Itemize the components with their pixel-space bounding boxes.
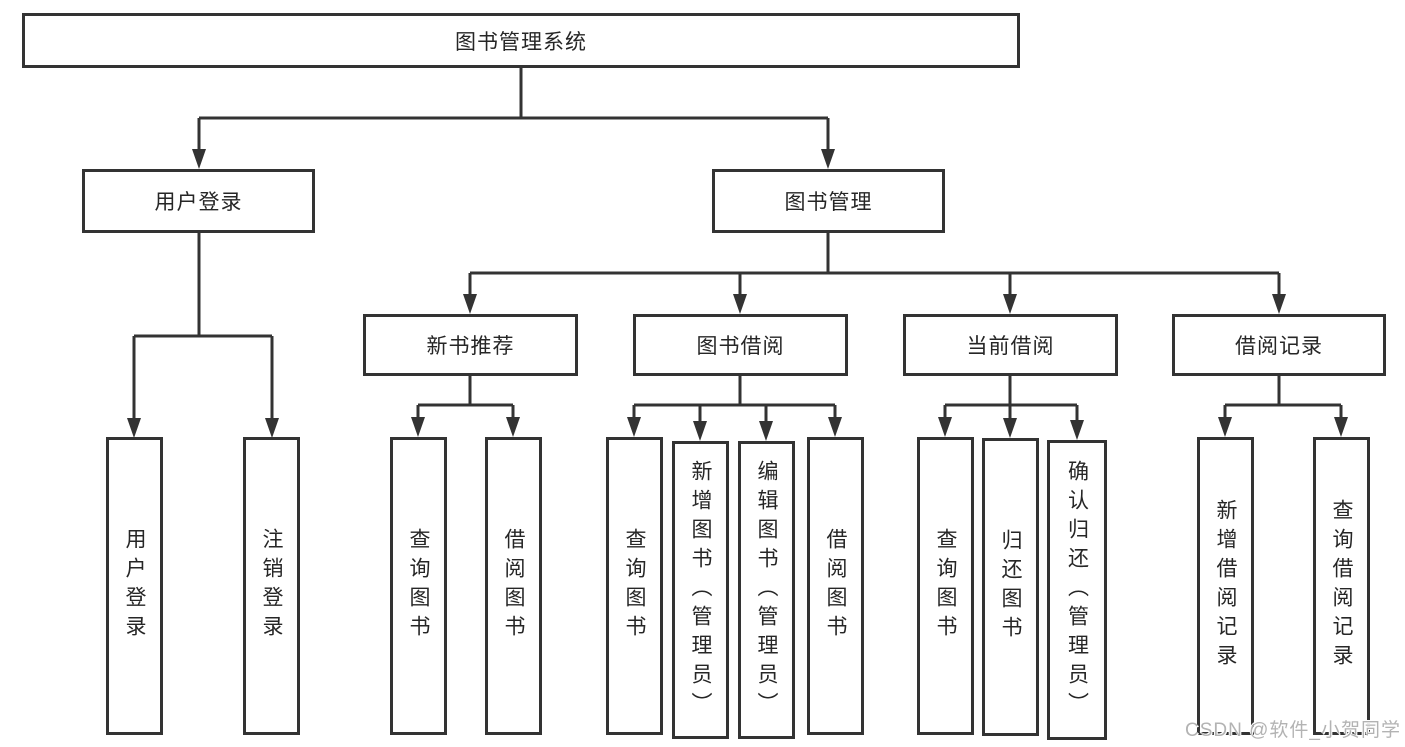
leaf-bb-edit-book-admin-label: 编辑图书（管理员） (755, 459, 778, 721)
leaf-bb-query-book: 查询图书 (606, 437, 663, 735)
leaf-nb-query-book: 查询图书 (390, 437, 447, 735)
leaf-logout: 注销登录 (243, 437, 300, 735)
leaf-nb-query-book-label: 查询图书 (407, 528, 430, 644)
leaf-nb-borrow-book-label: 借阅图书 (502, 528, 525, 644)
node-book-management: 图书管理 (712, 169, 945, 233)
leaf-user-login-label: 用户登录 (123, 528, 146, 644)
leaf-br-add-record-label: 新增借阅记录 (1214, 499, 1237, 673)
leaf-logout-label: 注销登录 (260, 528, 283, 644)
leaf-bb-edit-book-admin: 编辑图书（管理员） (738, 441, 795, 739)
node-book-borrow: 图书借阅 (633, 314, 848, 376)
leaf-br-query-record-label: 查询借阅记录 (1330, 499, 1353, 673)
node-user-login: 用户登录 (82, 169, 315, 233)
leaf-br-add-record: 新增借阅记录 (1197, 437, 1254, 735)
leaf-nb-borrow-book: 借阅图书 (485, 437, 542, 735)
leaf-cb-return-book: 归还图书 (982, 438, 1039, 736)
csdn-watermark: CSDN @软件_小贺同学 (1185, 720, 1401, 741)
leaf-bb-borrow-book-label: 借阅图书 (824, 528, 847, 644)
node-current-borrow: 当前借阅 (903, 314, 1118, 376)
leaf-cb-confirm-return-admin: 确认归还（管理员） (1047, 440, 1107, 740)
arrowheads (127, 149, 1348, 441)
node-new-book-recommend: 新书推荐 (363, 314, 578, 376)
leaf-bb-query-book-label: 查询图书 (623, 528, 646, 644)
leaf-bb-borrow-book: 借阅图书 (807, 437, 864, 735)
node-root: 图书管理系统 (22, 13, 1020, 68)
leaf-cb-query-book: 查询图书 (917, 437, 974, 735)
leaf-cb-confirm-return-admin-label: 确认归还（管理员） (1065, 459, 1089, 721)
leaf-bb-add-book-admin-label: 新增图书（管理员） (689, 459, 712, 721)
leaf-user-login: 用户登录 (106, 437, 163, 735)
node-borrow-records: 借阅记录 (1172, 314, 1386, 376)
leaf-bb-add-book-admin: 新增图书（管理员） (672, 441, 729, 739)
leaf-br-query-record: 查询借阅记录 (1313, 437, 1370, 735)
leaf-cb-return-book-label: 归还图书 (999, 529, 1022, 645)
leaf-cb-query-book-label: 查询图书 (934, 528, 957, 644)
